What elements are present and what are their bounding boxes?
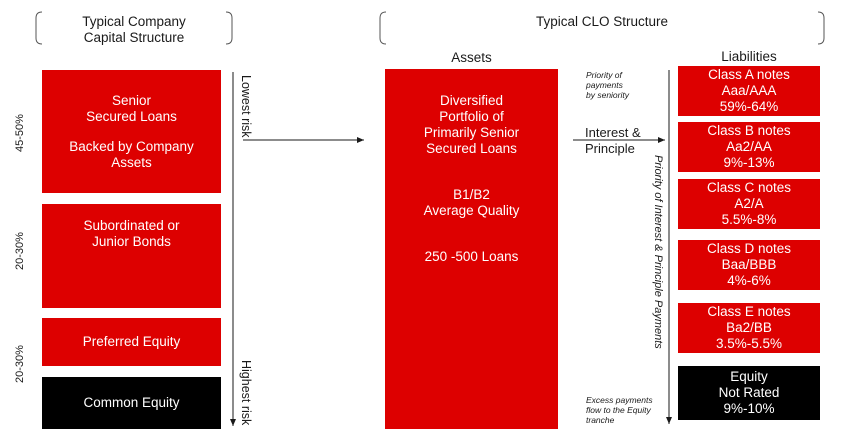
tranche-rating: A2/A bbox=[734, 196, 764, 211]
tranche-rating: Not Rated bbox=[718, 385, 780, 400]
clo-title: Typical CLO Structure bbox=[384, 14, 820, 30]
priority-note-line2: payments bbox=[586, 80, 623, 90]
senior-line2: Secured Loans bbox=[86, 108, 177, 124]
tranche-rating: Ba2/BB bbox=[726, 320, 772, 335]
priority-note-line3: by seniority bbox=[586, 90, 629, 100]
assets-line7: 250 -500 Loans bbox=[424, 249, 519, 264]
assets-line4: Secured Loans bbox=[426, 141, 517, 156]
tranche-class-c: Class C notes A2/A 5.5%-8% bbox=[678, 179, 820, 229]
senior-line4: Assets bbox=[111, 154, 152, 170]
tranche-class-d: Class D notes Baa/BBB 4%-6% bbox=[678, 240, 820, 290]
assets-line3: Primarily Senior bbox=[423, 125, 520, 140]
company-title-line2: Capital Structure bbox=[83, 30, 185, 45]
highest-risk-label: Highest risk bbox=[239, 360, 253, 426]
senior-line1: Senior bbox=[111, 92, 152, 108]
senior-secured-loans-box: Senior Secured Loans Backed by Company A… bbox=[42, 70, 221, 193]
interest-principle-label: Interest & Principle bbox=[585, 125, 641, 157]
tranche-name: Class A notes bbox=[708, 67, 790, 82]
assets-line5: B1/B2 bbox=[453, 187, 490, 202]
tranche-class-b: Class B notes Aa2/AA 9%-13% bbox=[678, 122, 820, 172]
company-title-bracket-right bbox=[225, 11, 233, 45]
tranche-rating: Aaa/AAA bbox=[721, 83, 777, 98]
interest-line2: Principle bbox=[585, 141, 635, 156]
tranche-name: Class B notes bbox=[707, 123, 791, 138]
excess-note-line1: Excess payments bbox=[586, 395, 653, 405]
lowest-risk-label: Lowest risk bbox=[239, 75, 253, 138]
liabilities-header: Liabilities bbox=[721, 49, 777, 64]
company-title-bracket-left bbox=[35, 11, 43, 45]
excess-note-line2: flow to the Equity bbox=[586, 405, 651, 415]
clo-title-text: Typical CLO Structure bbox=[535, 14, 669, 29]
excess-payments-note: Excess payments flow to the Equity tranc… bbox=[586, 395, 653, 425]
tranche-equity: Equity Not Rated 9%-10% bbox=[678, 366, 820, 420]
pct-equity-label: 20-30% bbox=[14, 345, 26, 383]
tranche-range: 9%-13% bbox=[723, 155, 775, 170]
subordinated-line1: Subordinated or bbox=[83, 218, 180, 233]
senior-line3: Backed by Company bbox=[69, 138, 194, 154]
common-equity-box: Common Equity bbox=[42, 377, 221, 429]
company-title: Typical Company Capital Structure bbox=[40, 14, 228, 46]
subordinated-line2: Junior Bonds bbox=[92, 234, 171, 249]
priority-vertical-label: Priority of Interest & Principle Payment… bbox=[652, 155, 664, 349]
tranche-range: 4%-6% bbox=[727, 273, 771, 288]
preferred-equity-box: Preferred Equity bbox=[42, 318, 221, 366]
pct-senior-label: 45-50% bbox=[14, 114, 26, 152]
tranche-class-e: Class E notes Ba2/BB 3.5%-5.5% bbox=[678, 303, 820, 353]
tranche-name: Class E notes bbox=[707, 304, 791, 319]
tranche-range: 9%-10% bbox=[723, 401, 775, 416]
tranche-range: 59%-64% bbox=[719, 99, 779, 114]
assets-line6: Average Quality bbox=[423, 203, 520, 218]
company-title-line1: Typical Company bbox=[82, 14, 186, 29]
clo-title-bracket-right bbox=[817, 11, 825, 45]
priority-note-line1: Priority of bbox=[586, 70, 622, 80]
preferred-line1: Preferred Equity bbox=[82, 334, 181, 349]
interest-line1: Interest & bbox=[585, 125, 641, 140]
common-line1: Common Equity bbox=[83, 395, 180, 410]
tranche-range: 3.5%-5.5% bbox=[715, 336, 783, 351]
tranche-name: Class D notes bbox=[706, 241, 792, 256]
tranche-rating: Aa2/AA bbox=[726, 139, 772, 154]
tranche-name: Class C notes bbox=[706, 180, 792, 195]
tranche-name: Equity bbox=[730, 369, 768, 384]
assets-header: Assets bbox=[451, 50, 492, 65]
tranche-class-a: Class A notes Aaa/AAA 59%-64% bbox=[678, 66, 820, 116]
clo-title-bracket-left bbox=[379, 11, 387, 45]
assets-box: Diversified Portfolio of Primarily Senio… bbox=[385, 69, 558, 429]
pct-sub-label: 20-30% bbox=[14, 232, 26, 270]
tranche-range: 5.5%-8% bbox=[721, 212, 777, 227]
subordinated-bonds-box: Subordinated or Junior Bonds bbox=[42, 204, 221, 308]
priority-note: Priority of payments by seniority bbox=[586, 70, 629, 100]
assets-line1: Diversified bbox=[439, 93, 504, 108]
assets-line2: Portfolio of bbox=[439, 109, 504, 124]
excess-note-line3: tranche bbox=[586, 415, 615, 425]
tranche-rating: Baa/BBB bbox=[721, 257, 777, 272]
